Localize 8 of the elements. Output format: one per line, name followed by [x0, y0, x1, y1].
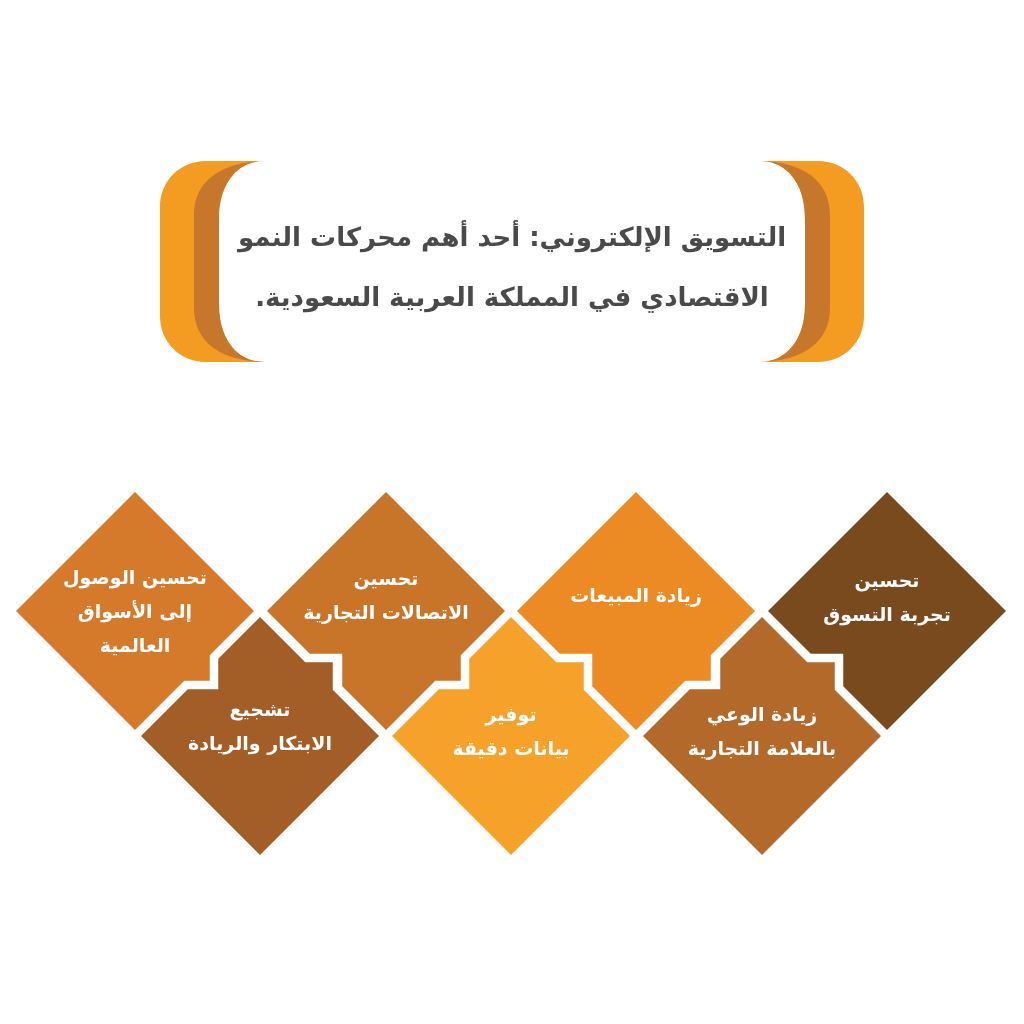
label: تحسين الوصول إلى الأسواق العالمية: [63, 565, 207, 658]
label: تحسين تجربة التسوق: [823, 568, 951, 628]
label: توفير بيانات دقيقة: [452, 702, 570, 761]
label: تشجيع الابتكار والريادة: [188, 697, 332, 757]
label: تحسين الاتصالات التجارية: [303, 566, 469, 626]
label: زيادة المبيعات: [570, 583, 702, 609]
title: التسويق الإلكتروني: أحد أهم محركات النمو الاقتصادي في المملكة العربية السعودية.: [237, 219, 787, 315]
label: زيادة الوعي بالعلامة التجارية: [687, 702, 837, 762]
